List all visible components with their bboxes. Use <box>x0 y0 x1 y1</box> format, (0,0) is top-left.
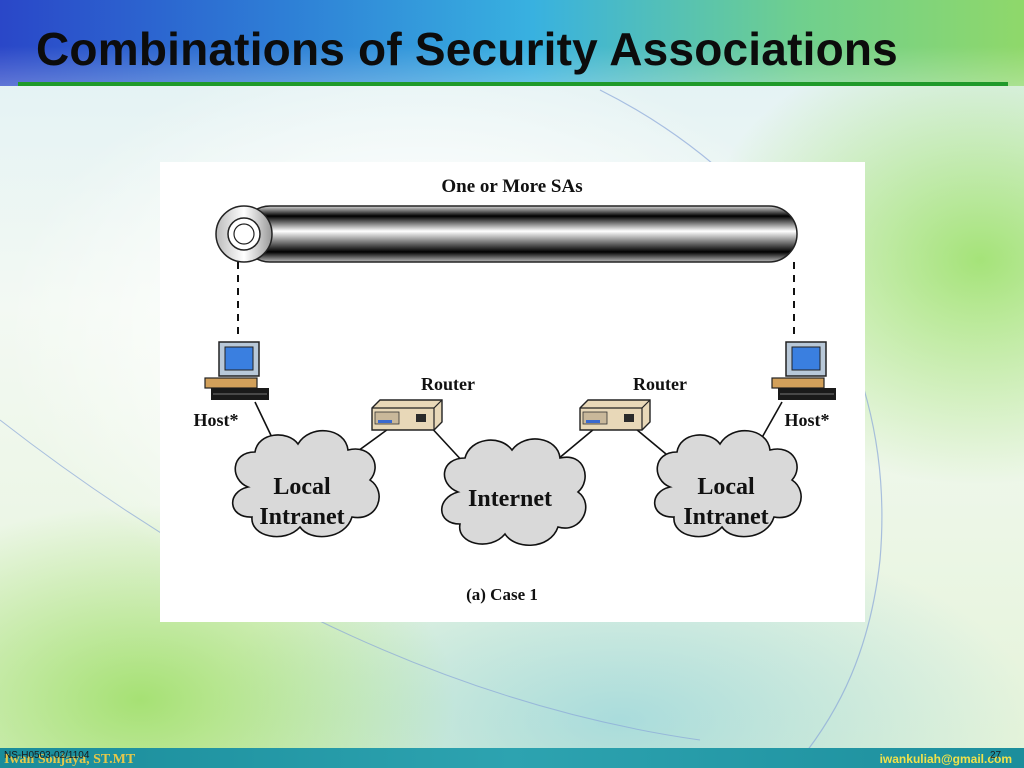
cloud-left-line1: Local <box>273 474 331 500</box>
title-underline <box>18 82 1008 86</box>
cloud-right-line2: Intranet <box>683 504 768 530</box>
router-icon <box>371 399 443 431</box>
footer-email: iwankuliah@gmail.com <box>879 752 1012 766</box>
diagram-caption: (a) Case 1 <box>466 585 538 604</box>
cloud-local-intranet-right: Local Intranet <box>653 430 802 538</box>
host-right-label: Host* <box>785 410 830 430</box>
tunnel-pipe <box>215 205 798 263</box>
cloud-internet: Internet <box>441 438 587 547</box>
cloud-right-line1: Local <box>697 474 755 500</box>
footer-code: NS-H0503-02/1104 <box>4 750 90 761</box>
router-icon <box>579 399 651 431</box>
host-left-label: Host* <box>194 410 239 430</box>
page-number: 27 <box>990 750 1002 761</box>
router-left-label: Router <box>421 374 475 394</box>
computer-icon <box>204 341 269 400</box>
footer-bar <box>0 748 1024 768</box>
slide-title: Combinations of Security Associations <box>36 23 898 75</box>
computer-icon <box>771 341 836 400</box>
tunnel-label: One or More SAs <box>441 176 582 197</box>
cloud-local-intranet-left: Local Intranet <box>231 430 380 538</box>
cloud-center-label: Internet <box>468 486 552 512</box>
router-right-label: Router <box>633 374 687 394</box>
footer-author: Iwan Sonjaya, ST.MT <box>4 752 136 767</box>
sa-diagram: One or More SAs Host* <box>160 162 865 622</box>
title-band <box>0 0 1024 86</box>
cloud-left-line2: Intranet <box>259 504 344 530</box>
